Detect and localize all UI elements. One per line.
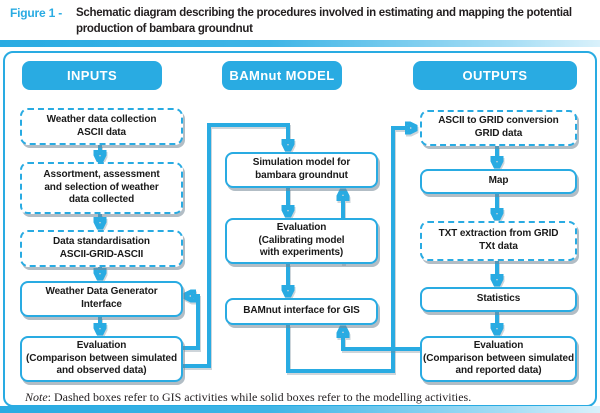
box-bamnut-gis-interface: BAMnut interface for GIS [225,298,378,325]
note-lead: Note [25,390,48,404]
bottom-divider-bar [0,406,600,413]
box-statistics: Statistics [420,287,577,312]
box-assortment-selection: Assortment, assessment and selection of … [20,162,183,214]
box-txt-extraction: TXT extraction from GRID TXt data [420,221,577,261]
box-evaluation-calibrating: Evaluation (Calibrating model with exper… [225,218,378,264]
box-ascii-to-grid: ASCII to GRID conversion GRID data [420,110,577,146]
figure-header: Figure 1 - Schematic diagram describing … [10,5,595,37]
top-divider-bar [0,40,600,47]
figure-title: Schematic diagram describing the procedu… [76,7,572,36]
column-header-outputs: OUTPUTS [413,61,577,90]
box-data-standardisation: Data standardisation ASCII-GRID-ASCII [20,230,183,267]
figure-note: Note: Dashed boxes refer to GIS activiti… [25,390,585,405]
box-simulation-model: Simulation model for bambara groundnut [225,152,378,188]
figure-number-label: Figure 1 - [10,6,63,20]
box-evaluation-reported: Evaluation (Comparison between simulated… [420,336,577,382]
box-evaluation-observed: Evaluation (Comparison between simulated… [20,336,183,382]
box-weather-data-generator: Weather Data Generator Interface [20,281,183,317]
box-weather-data-collection: Weather data collection ASCII data [20,108,183,145]
note-text: : Dashed boxes refer to GIS activities w… [47,390,472,404]
box-map: Map [420,169,577,194]
column-header-bamnut-model: BAMnut MODEL [222,61,342,90]
column-header-inputs: INPUTS [22,61,162,90]
